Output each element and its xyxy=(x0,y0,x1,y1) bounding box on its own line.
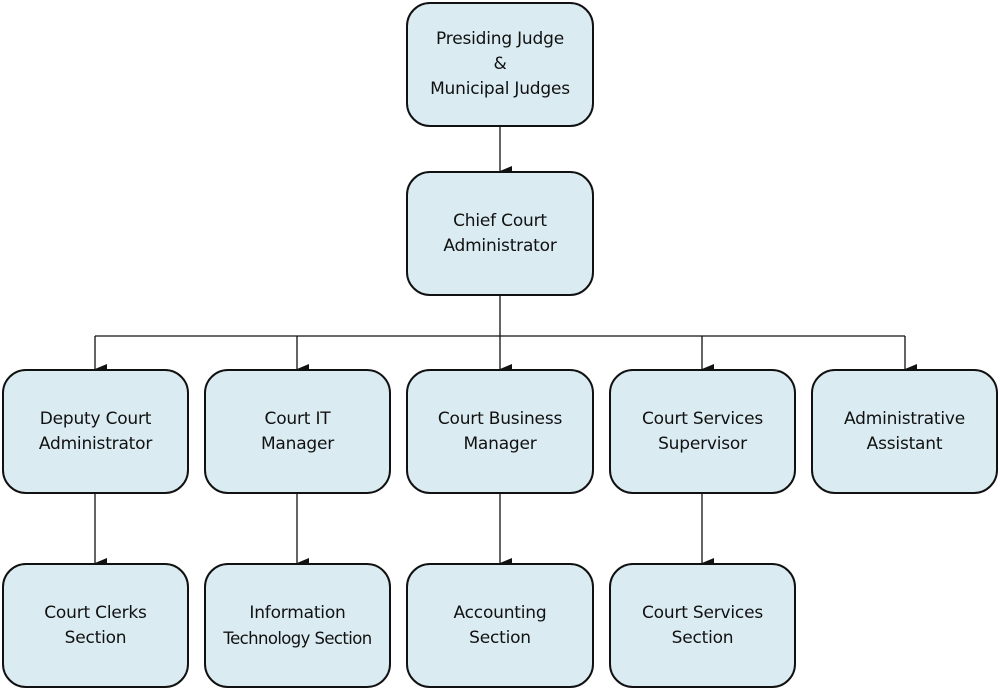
node-label-line: Chief Court xyxy=(453,210,547,231)
node-court-business-manager: Court Business Manager xyxy=(406,369,594,494)
node-accounting-section: Accounting Section xyxy=(406,563,594,688)
node-label-line: Section xyxy=(671,627,734,648)
node-label-line: Court Clerks xyxy=(44,602,147,623)
node-label-line: Manager xyxy=(463,433,537,454)
node-deputy-court-administrator: Deputy Court Administrator xyxy=(2,369,189,494)
node-label-line: Court Services xyxy=(642,408,763,429)
node-administrative-assistant: Administrative Assistant xyxy=(811,369,998,494)
node-court-clerks-section: Court Clerks Section xyxy=(2,563,189,688)
node-label-line: Assistant xyxy=(866,433,943,454)
node-chief-court-administrator: Chief Court Administrator xyxy=(406,171,594,296)
node-label-line: Deputy Court xyxy=(39,408,152,429)
node-label-line: Municipal Judges xyxy=(430,79,570,99)
node-court-services-supervisor: Court Services Supervisor xyxy=(609,369,796,494)
node-label-line: Supervisor xyxy=(658,433,747,454)
node-label-line: Section xyxy=(469,627,531,648)
node-label-line: Accounting xyxy=(453,602,547,623)
node-presiding-judge: Presiding Judge & Municipal Judges xyxy=(406,2,594,127)
node-label-line: Technology Section xyxy=(223,628,372,648)
node-label-line: Administrative xyxy=(844,408,965,429)
node-label-line: Administrator xyxy=(38,433,153,454)
node-information-technology-section: Information Technology Section xyxy=(204,563,391,688)
node-label-line: Administrator xyxy=(443,235,557,256)
node-label-line: & xyxy=(493,54,507,74)
node-label-line: Court IT xyxy=(264,408,331,429)
node-label-line: Information xyxy=(249,602,346,623)
node-label-line: Manager xyxy=(260,433,335,454)
node-label-line: Court Business xyxy=(437,408,563,429)
node-label-line: Section xyxy=(64,627,127,648)
node-court-services-section: Court Services Section xyxy=(609,563,796,688)
node-label-line: Presiding Judge xyxy=(436,29,564,49)
node-label-line: Court Services xyxy=(642,602,763,623)
node-court-it-manager: Court IT Manager xyxy=(204,369,391,494)
